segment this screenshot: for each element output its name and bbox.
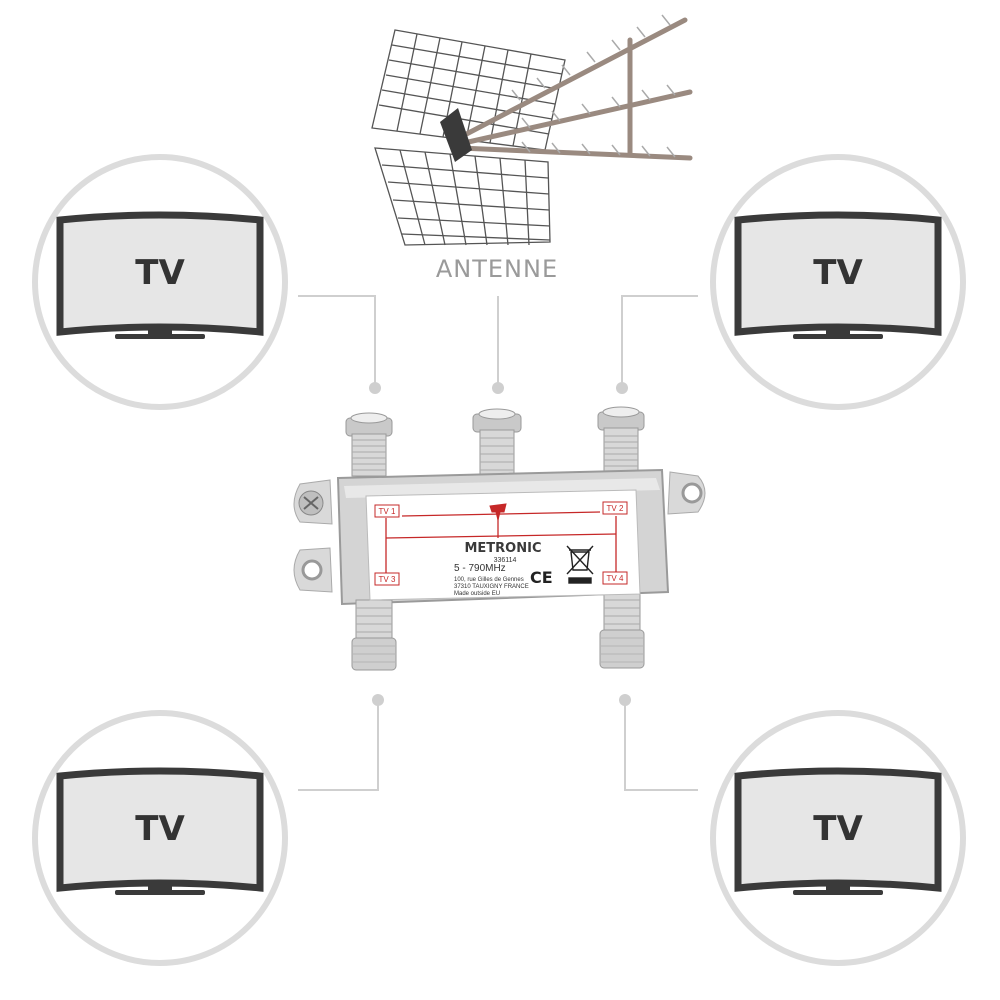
antenna-elements bbox=[511, 14, 676, 158]
svg-text:TV 3: TV 3 bbox=[379, 575, 396, 584]
address-line-2: 37310 TAUXIGNY FRANCE bbox=[454, 584, 529, 590]
splitter-label: TV 1 TV 2 TV 3 TV 4 METRONIC 336114 5 - … bbox=[365, 489, 641, 601]
connector-bottom-left bbox=[298, 700, 379, 791]
frequency-range: 5 - 790MHz bbox=[454, 563, 506, 574]
connector-top-left bbox=[298, 295, 376, 388]
port-top-2 bbox=[597, 406, 645, 477]
connector-bottom-right bbox=[624, 700, 698, 791]
svg-text:TV 2: TV 2 bbox=[607, 504, 624, 513]
port-tag-2: TV 2 bbox=[602, 501, 628, 515]
tv-top-left: TV bbox=[32, 154, 288, 410]
routing-lines bbox=[385, 511, 617, 574]
antenna-reflector bbox=[371, 29, 566, 246]
tv-icon bbox=[56, 767, 264, 895]
tv-bottom-right: TV bbox=[710, 710, 966, 966]
tv-icon bbox=[734, 211, 942, 339]
model-number: 336114 bbox=[494, 557, 517, 564]
connector-lines bbox=[298, 295, 698, 791]
splitter-device: TV 1 TV 2 TV 3 TV 4 METRONIC 336114 5 - … bbox=[293, 406, 706, 671]
svg-text:TV 4: TV 4 bbox=[607, 574, 624, 583]
brand-name: METRONIC bbox=[464, 541, 541, 556]
tv-label: TV bbox=[135, 253, 185, 293]
antenna-symbol-icon bbox=[489, 503, 507, 521]
antenna-label: ANTENNE bbox=[436, 255, 558, 283]
antenna-icon bbox=[371, 14, 693, 246]
port-top-1 bbox=[345, 412, 393, 477]
mounting-ear-right bbox=[667, 471, 706, 515]
tv-top-right: TV bbox=[710, 154, 966, 410]
tv-label: TV bbox=[135, 809, 185, 849]
address-line-1: 100, rue Gilles de Gennes bbox=[454, 577, 524, 583]
port-bottom-4 bbox=[599, 591, 645, 669]
port-tag-4: TV 4 bbox=[602, 571, 628, 585]
port-top-center bbox=[472, 408, 522, 477]
connector-dots bbox=[369, 382, 631, 706]
mounting-ear-left bbox=[293, 479, 333, 593]
port-tag-3: TV 3 bbox=[374, 572, 400, 586]
antenna-boom bbox=[452, 17, 693, 161]
port-bottom-3 bbox=[351, 599, 397, 671]
ce-mark: CE bbox=[530, 568, 553, 587]
connector-top-right bbox=[621, 295, 698, 388]
port-tag-1: TV 1 bbox=[374, 504, 400, 518]
weee-bin-icon bbox=[566, 545, 594, 584]
origin-text: Made outside EU bbox=[454, 591, 500, 597]
svg-text:TV 1: TV 1 bbox=[379, 507, 396, 516]
tv-bottom-left: TV bbox=[32, 710, 288, 966]
tv-icon bbox=[56, 211, 264, 339]
tv-label: TV bbox=[813, 809, 863, 849]
tv-icon bbox=[734, 767, 942, 895]
antenna-mount bbox=[440, 108, 472, 162]
tv-label: TV bbox=[813, 253, 863, 293]
